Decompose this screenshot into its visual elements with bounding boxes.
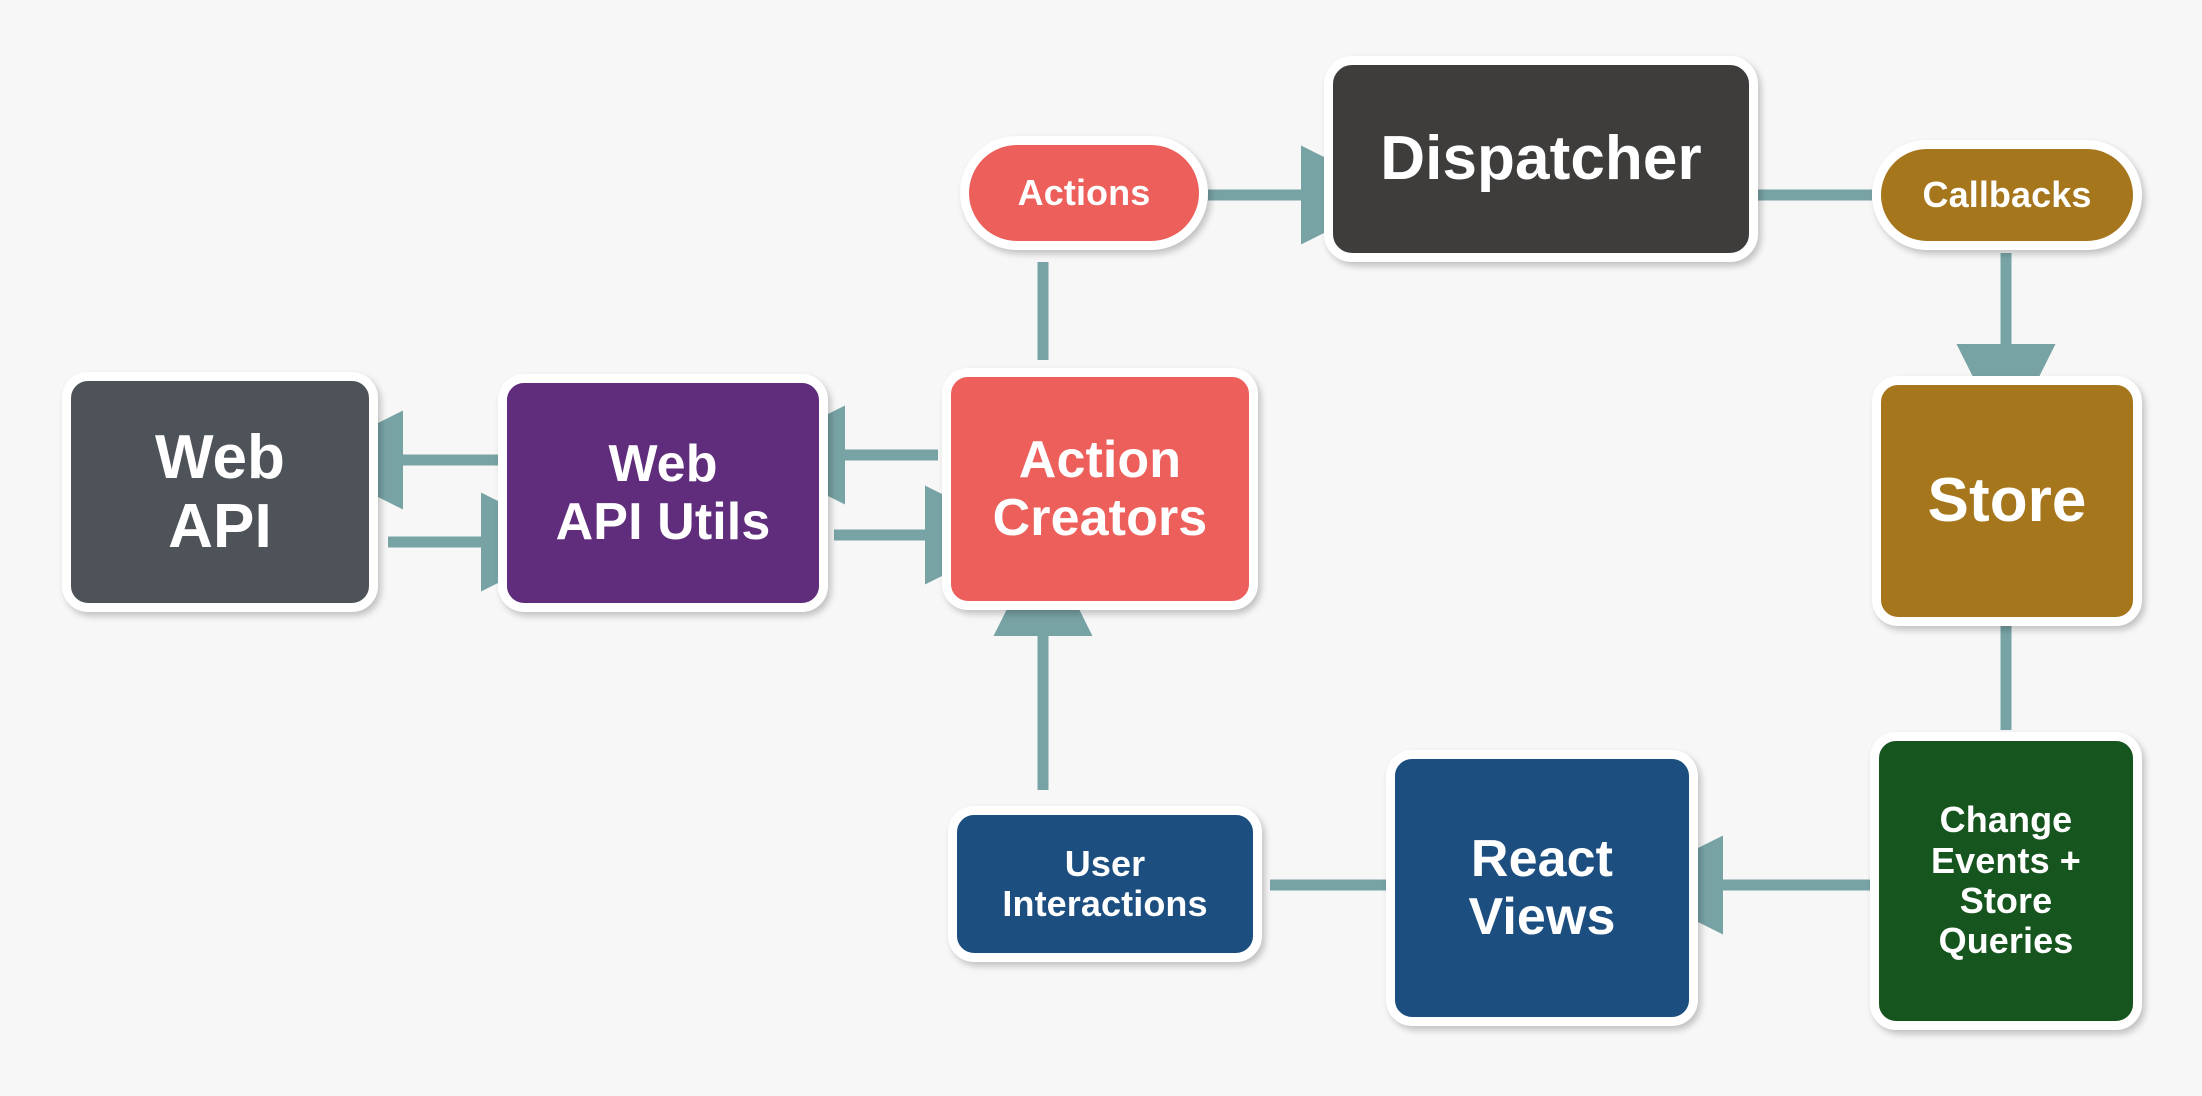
node-action-creators-label: Action Creators: [992, 430, 1208, 547]
node-change-events[interactable]: Change Events + Store Queries: [1870, 732, 2142, 1030]
node-user-interactions-label: User Interactions: [1002, 842, 1208, 924]
node-web-api-utils-label: Web API Utils: [555, 434, 771, 551]
node-user-interactions[interactable]: User Interactions: [948, 806, 1262, 962]
node-store-label: Store: [1927, 466, 2087, 536]
node-react-views-label: React Views: [1468, 829, 1616, 946]
node-web-api-utils[interactable]: Web API Utils: [498, 374, 828, 612]
node-callbacks[interactable]: Callbacks: [1872, 140, 2142, 250]
node-callbacks-label: Callbacks: [1922, 173, 2092, 215]
node-react-views[interactable]: React Views: [1386, 750, 1698, 1026]
node-actions[interactable]: Actions: [960, 136, 1208, 250]
node-actions-label: Actions: [1017, 171, 1151, 213]
node-web-api-label: Web API: [154, 422, 286, 561]
node-change-events-label: Change Events + Store Queries: [1931, 799, 2081, 962]
node-dispatcher-label: Dispatcher: [1380, 124, 1702, 194]
node-store[interactable]: Store: [1872, 376, 2142, 626]
node-dispatcher[interactable]: Dispatcher: [1324, 56, 1758, 262]
node-web-api[interactable]: Web API: [62, 372, 378, 612]
node-action-creators[interactable]: Action Creators: [942, 368, 1258, 610]
